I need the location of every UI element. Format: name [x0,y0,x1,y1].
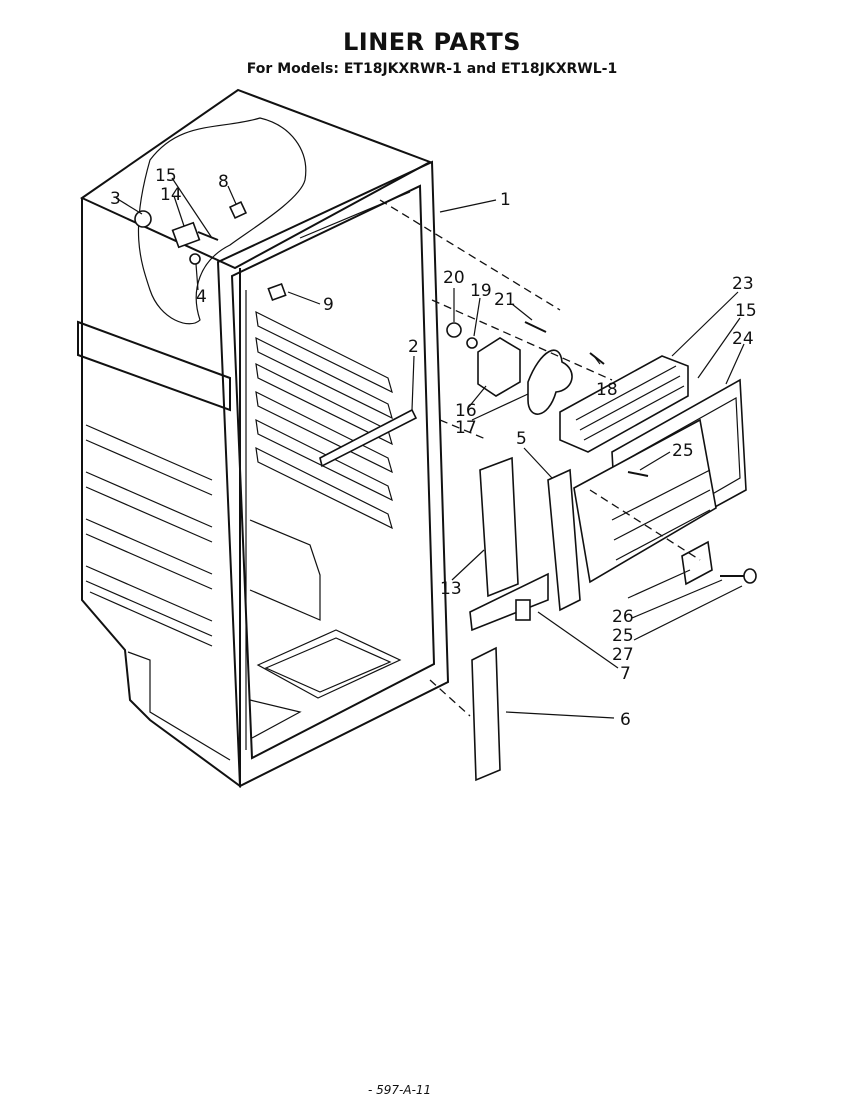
callout-25-lower: 25 [612,626,634,646]
diagram-title: LINER PARTS [342,28,522,56]
callout-25-upper: 25 [672,441,694,461]
callout-15-upper-left: 15 [155,166,177,186]
callout-14: 14 [160,185,182,205]
callout-7: 7 [620,664,631,684]
callout-2: 2 [408,337,419,357]
callout-17: 17 [455,418,477,438]
callout-6: 6 [620,710,631,730]
callout-16: 16 [455,401,477,421]
callout-20: 20 [443,268,465,288]
callout-3: 3 [110,189,121,209]
callout-9: 9 [323,295,334,315]
callout-13: 13 [440,579,462,599]
callout-26: 26 [612,607,634,627]
drawing-code: - 597-A-11 [368,1083,432,1097]
callout-21: 21 [494,290,516,310]
callout-labels: 1 3 15 14 8 4 9 2 20 19 21 16 17 18 23 1… [110,166,757,730]
callout-18: 18 [596,380,618,400]
callout-15-right: 15 [735,301,757,321]
callout-19: 19 [470,281,492,301]
callout-24: 24 [732,329,754,349]
leader-lines [115,177,745,719]
callout-4: 4 [196,287,207,307]
callout-23: 23 [732,274,754,294]
callout-8: 8 [218,172,229,192]
exploded-parts [134,199,757,782]
callout-1: 1 [500,190,511,210]
models-subtitle: For Models: ET18JKXRWR-1 and ET18JKXRWL-… [246,61,618,77]
callout-27: 27 [612,645,634,665]
liner-cabinet [77,88,450,788]
callout-5: 5 [516,429,527,449]
